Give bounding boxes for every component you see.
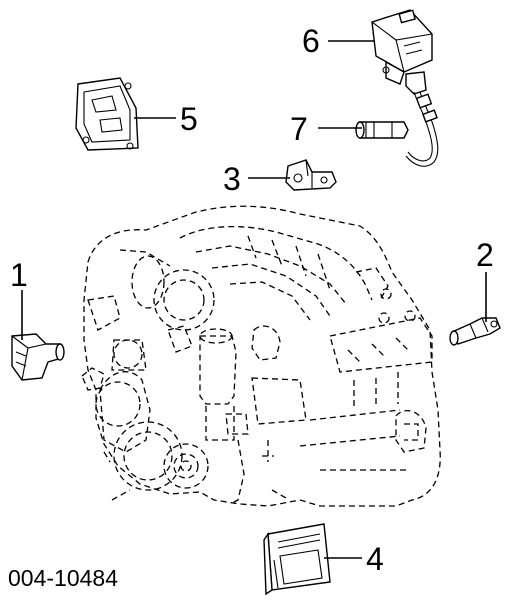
- callout-2: 2: [476, 237, 494, 273]
- part-2-component: [449, 317, 501, 346]
- callout-labels: 1 2 3 4 5 6 7: [10, 23, 494, 577]
- part-7-component: [355, 91, 439, 167]
- part-1-component: [11, 333, 65, 381]
- callout-6: 6: [302, 23, 320, 59]
- callout-5: 5: [180, 101, 198, 137]
- part-6-component: [371, 9, 433, 95]
- part-4-component: [263, 523, 331, 596]
- engine-block-outline: [81, 205, 441, 507]
- callout-1: 1: [10, 257, 28, 293]
- diagram-reference-number: 004-10484: [8, 565, 118, 591]
- callout-3: 3: [223, 161, 241, 197]
- leader-lines: [21, 40, 487, 559]
- callout-7: 7: [290, 111, 308, 147]
- part-5-component: [75, 77, 139, 151]
- part-3-component: [285, 159, 337, 191]
- callout-4: 4: [366, 541, 384, 577]
